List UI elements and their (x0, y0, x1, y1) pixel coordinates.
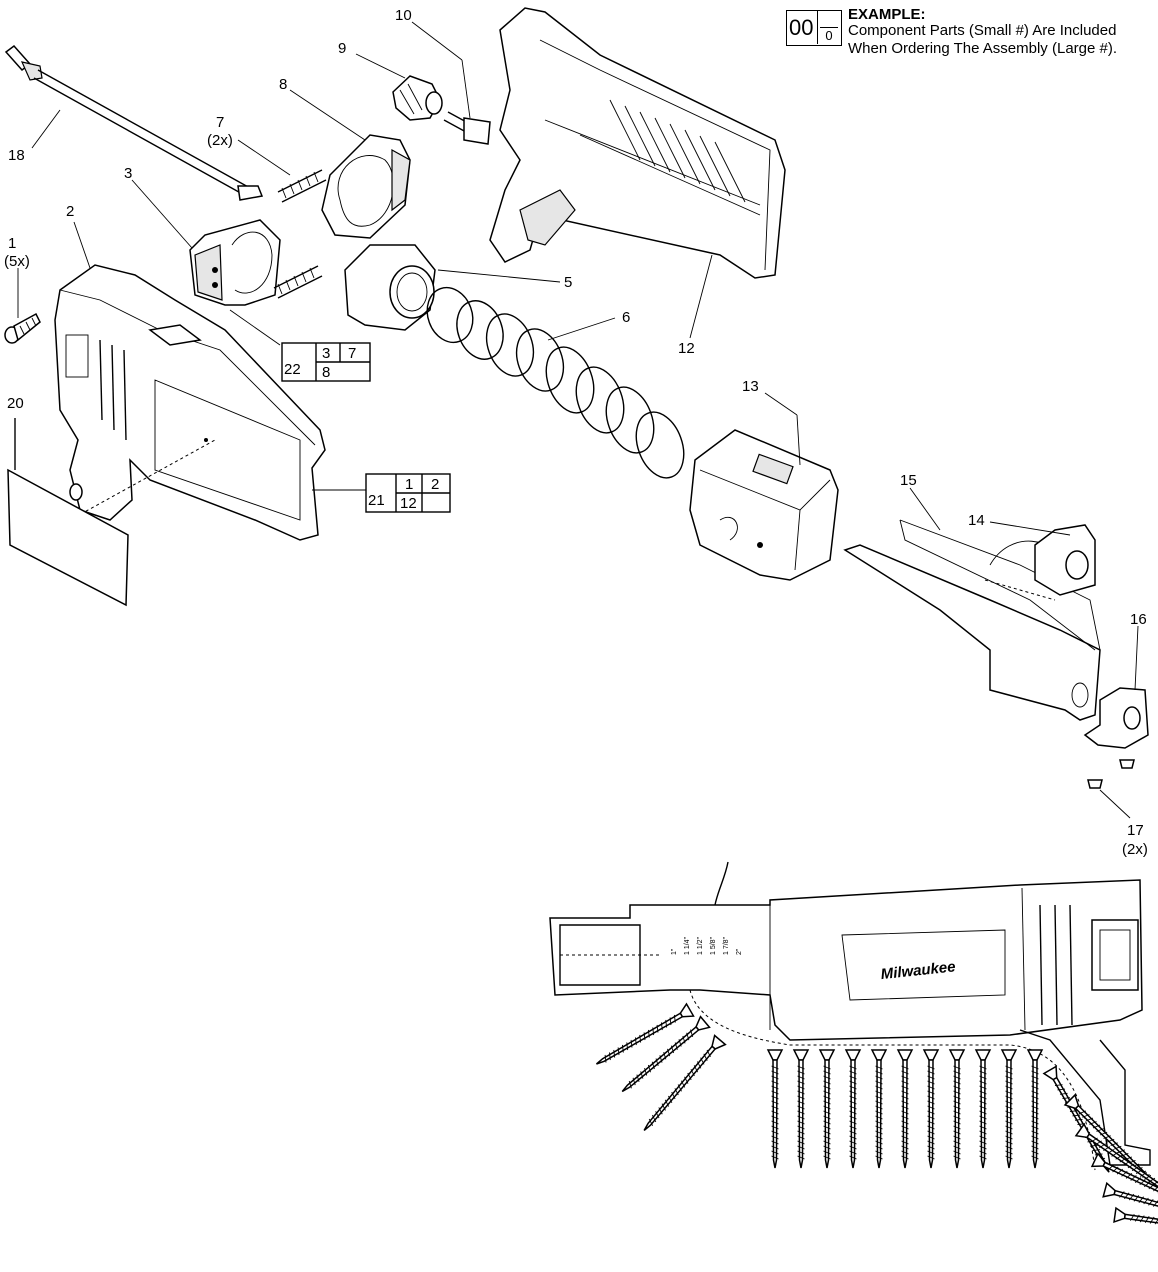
assembly-22-number: 22 (284, 361, 301, 378)
part-14-clip (1034, 524, 1096, 596)
screw (948, 1049, 966, 1169)
depth-mark: 2" (736, 948, 743, 955)
assembly-22-part-c: 8 (322, 364, 330, 381)
screw (595, 1002, 695, 1065)
callout-18-number: 18 (8, 147, 25, 164)
leader-lines (17, 21, 1139, 819)
assembly-21-part-b: 2 (431, 476, 439, 493)
part-9-knob (392, 75, 443, 121)
part-17-screws (1087, 759, 1135, 789)
callout-9-number: 9 (338, 40, 346, 57)
example-heading: EXAMPLE: (848, 6, 926, 23)
assembly-22-box: 22 3 7 8 (281, 342, 371, 382)
part-1-screw (4, 312, 41, 344)
screw (1090, 1152, 1158, 1211)
depth-mark: 1 5/8" (710, 936, 717, 955)
screw (1026, 1049, 1044, 1169)
screw (643, 1034, 727, 1131)
callout-2-number: 2 (66, 203, 74, 220)
callout-17-number: 17 (1127, 822, 1144, 839)
housing-12-ribs (609, 99, 746, 203)
screw (621, 1015, 711, 1093)
part-7-springs (273, 169, 327, 299)
screw (1042, 1065, 1110, 1173)
assembly-21-box: 21 1 2 12 (365, 473, 451, 513)
part-6-coil-spring (426, 286, 685, 479)
assembly-21-part-c: 12 (400, 495, 417, 512)
example-text-line-2: When Ordering The Assembly (Large #). (848, 40, 1118, 57)
part-5-collar (344, 244, 436, 331)
screw (1113, 1206, 1158, 1233)
part-20-label (7, 418, 129, 607)
screw (1102, 1181, 1158, 1222)
screw (844, 1049, 862, 1169)
callout-20-number: 20 (7, 395, 24, 412)
assembled-tool-view: Milwaukee 1"1 1/4"1 1/2"1 5/8"1 7/8"2" (549, 861, 1158, 1233)
screw (766, 1049, 784, 1169)
callout-10-number: 10 (395, 7, 412, 24)
part-18-drive-bit (4, 44, 264, 201)
assembly-21-number: 21 (368, 492, 385, 509)
callout-16-number: 16 (1130, 611, 1147, 628)
callout-14-number: 14 (968, 512, 985, 529)
part-16-plate (1083, 687, 1149, 749)
callout-12-number: 12 (678, 340, 695, 357)
part-8-bracket (321, 134, 411, 239)
screw (974, 1049, 992, 1169)
callout-labels: 1 (5x) 2 3 5 6 7 (2x) 8 9 10 12 13 14 15… (4, 7, 1148, 858)
depth-mark: 1 1/4" (684, 936, 691, 955)
callout-1-number: 1 (8, 235, 16, 252)
callout-8-number: 8 (279, 76, 287, 93)
part-3-bracket (189, 219, 281, 306)
example-component-number: 0 (820, 27, 838, 43)
callout-3-number: 3 (124, 165, 132, 182)
depth-mark: 1 1/2" (697, 936, 704, 955)
depth-mark: 1 7/8" (723, 936, 730, 955)
assembly-21-part-a: 1 (405, 476, 413, 493)
callout-6-number: 6 (622, 309, 630, 326)
screw (922, 1049, 940, 1169)
callout-7-qty: (2x) (207, 132, 233, 149)
screw (870, 1049, 888, 1169)
collated-screws (595, 1002, 1158, 1233)
example-assembly-box: 00 0 (786, 10, 842, 46)
screw (1074, 1122, 1158, 1199)
example-assembly-number: 00 (789, 15, 814, 40)
callout-13-number: 13 (742, 378, 759, 395)
depth-scale: 1" 1 1/4" 1 1/2" 1 5/8" 1 7/8" 2" (671, 936, 743, 955)
part-2-housing (54, 264, 326, 541)
assembly-22-part-b: 7 (348, 345, 356, 362)
part-12-housing (489, 7, 786, 279)
screw (818, 1049, 836, 1169)
callout-5-number: 5 (564, 274, 572, 291)
callout-1-qty: (5x) (4, 253, 30, 270)
example-legend: 00 0 EXAMPLE: Component Parts (Small #) … (786, 6, 1158, 66)
screw (896, 1049, 914, 1169)
callout-17-qty: (2x) (1122, 841, 1148, 858)
assembly-22-part-a: 3 (322, 345, 330, 362)
part-10-bolt (443, 111, 491, 145)
callout-15-number: 15 (900, 472, 917, 489)
example-text-line-1: Component Parts (Small #) Are Included (848, 22, 1117, 39)
screw (1000, 1049, 1018, 1169)
part-15-guide (843, 519, 1101, 721)
callout-7-number: 7 (216, 114, 224, 131)
depth-mark: 1" (671, 948, 678, 955)
screw (792, 1049, 810, 1169)
part-13-feeder (689, 429, 839, 581)
